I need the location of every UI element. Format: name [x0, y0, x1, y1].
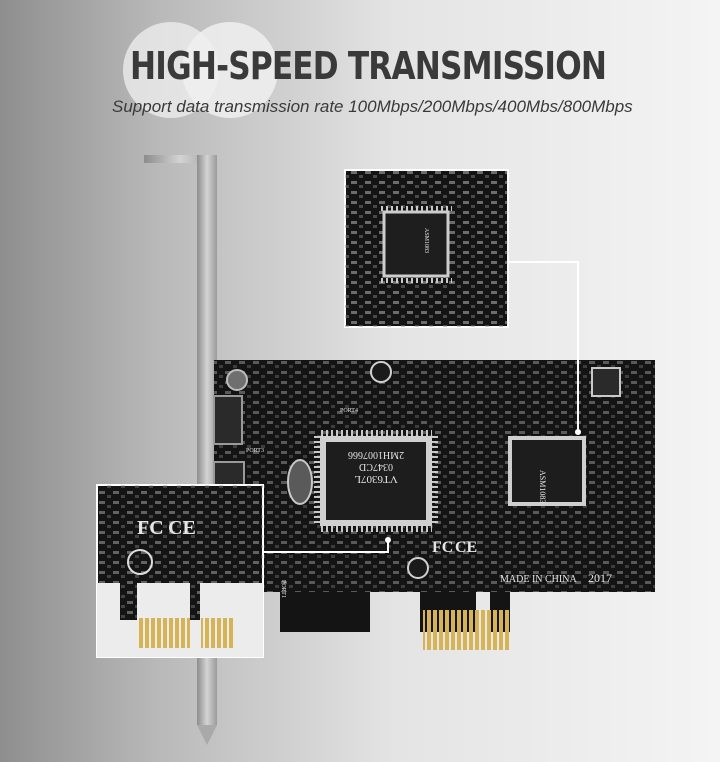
main-controller-chip: VT6307L 0347CD 2MH1007666	[314, 430, 438, 532]
fcc-mark: FC	[432, 539, 453, 556]
aux-chip-line-1: ASM1083	[538, 470, 547, 503]
chip-callout-zoom: ASM1083	[344, 169, 581, 435]
mounting-screw	[226, 369, 248, 391]
logo-callout-zoom: FC CE	[96, 484, 391, 658]
year-label: 2017	[588, 571, 612, 585]
callout-connector-bottom	[263, 540, 389, 553]
capacitor	[370, 361, 392, 383]
port-label-1: PORT1	[280, 580, 286, 598]
bridge-chip: ASM1083	[508, 436, 586, 506]
pcb-board: VT6307L 0347CD 2MH1007666 ASM1083 FC CE …	[213, 360, 655, 650]
capacitor	[407, 557, 429, 579]
callout-connector-top	[508, 261, 579, 432]
callout-chip-text: ASM1083	[423, 228, 429, 253]
port-label-3: PORT3	[246, 448, 264, 454]
main-chip-line-1: VT6307L	[354, 473, 398, 485]
decorative-circle-right	[182, 22, 278, 118]
headline: HIGH-SPEED TRANSMISSION	[130, 44, 607, 88]
crystal-oscillator	[287, 459, 313, 505]
gold-contacts	[487, 610, 511, 650]
voltage-regulator	[591, 367, 621, 397]
gold-contacts	[423, 610, 485, 650]
port-label-4: PORT4	[340, 408, 358, 414]
callout-fcc-mark: FC	[137, 517, 164, 539]
ce-mark: CE	[455, 539, 477, 556]
callout-ce-mark: CE	[168, 517, 196, 539]
main-chip-line-2: 0347CD	[359, 461, 393, 472]
made-in-label: MADE IN CHINA	[500, 574, 577, 585]
firewire-port-upper	[213, 395, 243, 445]
main-chip-line-3: 2MH1007666	[348, 449, 404, 460]
subtitle: Support data transmission rate 100Mbps/2…	[112, 97, 633, 116]
